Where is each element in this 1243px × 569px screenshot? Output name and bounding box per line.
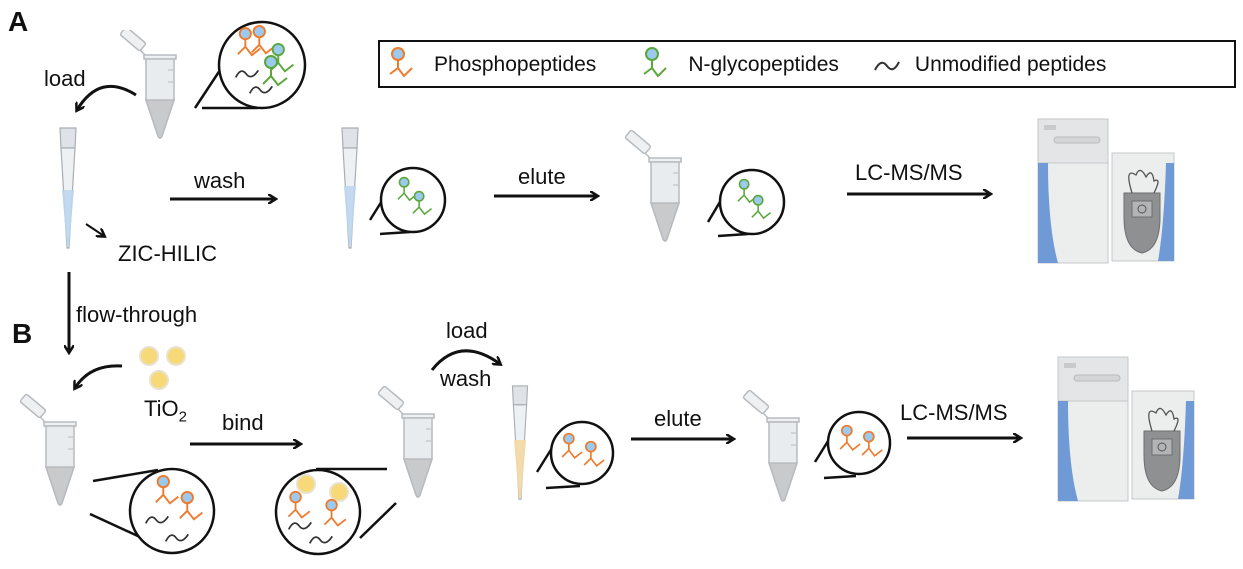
unmodified-peptide-icon — [874, 61, 900, 71]
phospho-magnifier-tip — [535, 420, 615, 490]
panel-a-label: A — [8, 6, 29, 37]
label-bind: bind — [222, 410, 264, 435]
glyco-magnifier-tip — [368, 166, 447, 236]
legend-label-phosphopeptides: Phosphopeptides — [434, 52, 597, 76]
tio2-add-arrow — [75, 364, 123, 388]
label-load-b: load — [446, 318, 488, 343]
mass-spectrometer-b — [1057, 356, 1195, 502]
legend-label-n-glycopeptides: N-glycopeptides — [688, 52, 839, 76]
legend: Phosphopeptides N-glycopeptides Unmodifi… — [378, 40, 1236, 88]
label-tio2: TiO2 — [144, 396, 187, 426]
zic-hilic-pointer — [85, 223, 104, 236]
tio2-subscript: 2 — [178, 408, 187, 426]
load-wash-arrow — [430, 349, 500, 371]
label-load-a: load — [44, 66, 86, 91]
tio2-text: TiO — [144, 396, 179, 421]
label-lc-ms-a: LC-MS/MS — [855, 160, 963, 185]
sample-magnifier — [193, 20, 307, 110]
mass-spectrometer-a — [1037, 118, 1175, 264]
phospho-magnifier-eluate — [813, 410, 892, 480]
eluate-tube-b — [742, 388, 800, 502]
legend-label-unmodified: Unmodified peptides — [914, 52, 1107, 76]
sample-tube — [119, 30, 177, 139]
label-flow-through: flow-through — [76, 302, 198, 327]
label-lc-ms-b: LC-MS/MS — [900, 400, 1008, 425]
phosphopeptide-icon — [389, 47, 413, 78]
flow-through-tube — [19, 392, 77, 506]
binding-tube — [377, 384, 435, 498]
tio2-beads — [139, 346, 186, 390]
eluate-tube-a — [624, 128, 682, 242]
label-zic-hilic: ZIC-HILIC — [118, 241, 217, 266]
label-elute-b: elute — [654, 406, 702, 431]
panel-b-label: B — [12, 318, 33, 349]
bound-magnifier — [274, 467, 397, 556]
label-elute-a: elute — [518, 164, 566, 189]
glyco-magnifier-eluate — [706, 168, 786, 238]
load-arrow — [77, 84, 137, 110]
n-glycopeptide-icon — [643, 47, 668, 78]
label-wash-b: wash — [440, 366, 492, 391]
flow-through-magnifier — [89, 467, 216, 555]
label-wash-a: wash — [194, 168, 246, 193]
